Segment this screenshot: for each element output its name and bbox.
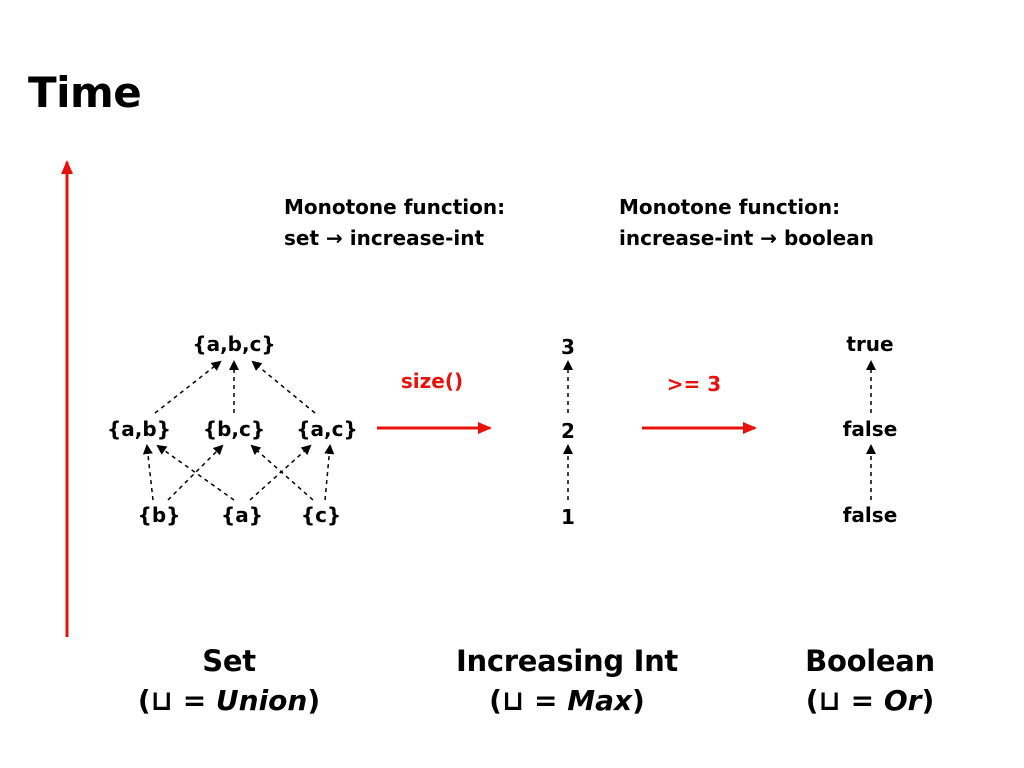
edge-a-ac <box>249 444 312 501</box>
paren: ) <box>921 684 935 717</box>
paren: ) <box>307 684 321 717</box>
join-symbol-icon: ⊔ <box>818 684 841 717</box>
edge-c-bc <box>250 444 314 501</box>
set-node-top: {a,b,c} <box>192 332 276 356</box>
set-join-definition: (⊔ = Union) <box>138 684 320 717</box>
set-node-mid: {b,c} <box>202 417 266 441</box>
join-symbol-icon: ⊔ <box>150 684 173 717</box>
set-node-mid: {a,b} <box>107 417 171 441</box>
bool-node: false <box>842 417 898 441</box>
edge-b-bc <box>167 444 224 501</box>
caption-text: increase-int <box>619 226 761 250</box>
caption-int-to-bool: Monotone function: increase-int → boolea… <box>619 192 874 254</box>
equals: = <box>840 684 884 717</box>
paren: ( <box>137 684 151 717</box>
gte-function-label: >= 3 <box>666 372 722 396</box>
caption-text: set <box>284 226 326 250</box>
bool-node: false <box>842 503 898 527</box>
caption-text: boolean <box>777 226 874 250</box>
set-node-bottom: {c} <box>300 503 342 527</box>
caption-text: increase-int <box>342 226 485 250</box>
join-operator: Max <box>567 684 633 717</box>
paren: ( <box>805 684 819 717</box>
edge-c-ac <box>324 444 335 501</box>
bool-join-definition: (⊔ = Or) <box>806 684 934 717</box>
bool-heading: Boolean <box>805 644 935 678</box>
join-operator: Or <box>883 684 922 717</box>
caption-set-to-int: Monotone function: set → increase-int <box>284 192 505 254</box>
join-operator: Union <box>215 684 308 717</box>
edge-a-ab <box>156 444 235 501</box>
edge-ab-abc <box>154 360 222 414</box>
equals: = <box>524 684 568 717</box>
size-function-label: size() <box>400 369 464 393</box>
int-node: 1 <box>561 505 575 529</box>
set-node-bottom: {b} <box>137 503 181 527</box>
set-node-bottom: {a} <box>221 503 263 527</box>
set-node-mid: {a,c} <box>296 417 358 441</box>
int-join-definition: (⊔ = Max) <box>489 684 645 717</box>
arrow-right-icon: → <box>760 226 778 250</box>
caption-line: Monotone function: <box>619 195 841 219</box>
join-symbol-icon: ⊔ <box>501 684 525 717</box>
caption-line: Monotone function: <box>284 195 506 219</box>
int-node: 2 <box>561 419 575 443</box>
caption-line: increase-int → boolean <box>619 223 874 254</box>
paren: ) <box>632 684 645 717</box>
arrow-right-icon: → <box>326 226 343 250</box>
int-node: 3 <box>561 335 575 359</box>
paren: ( <box>489 684 502 717</box>
page-title: Time <box>28 68 142 117</box>
caption-line: set → increase-int <box>284 223 505 254</box>
edge-b-ab <box>142 444 154 501</box>
set-heading: Set <box>202 644 256 678</box>
bool-node: true <box>846 332 894 356</box>
int-heading: Increasing Int <box>456 644 678 678</box>
equals: = <box>172 684 216 717</box>
edge-ac-abc <box>251 360 316 414</box>
